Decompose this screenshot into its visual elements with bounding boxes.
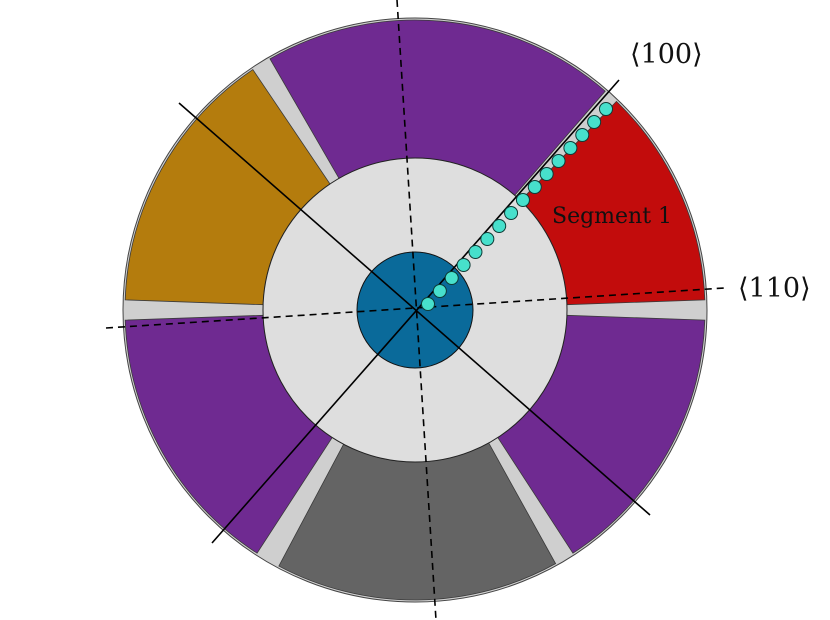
bead bbox=[444, 271, 459, 285]
direction-line-100 bbox=[211, 79, 620, 544]
bead bbox=[587, 115, 602, 129]
outer-segments bbox=[124, 19, 706, 601]
bead-chain bbox=[421, 102, 613, 311]
bead bbox=[551, 154, 566, 168]
direction-label-100: ⟨100⟩ bbox=[630, 39, 703, 70]
direction-line-110 bbox=[105, 287, 725, 329]
bead bbox=[575, 128, 590, 142]
direction-lines bbox=[105, 0, 725, 620]
bead bbox=[563, 141, 578, 155]
bead bbox=[515, 193, 530, 207]
bead bbox=[432, 284, 447, 298]
direction-line-110-perpendicular bbox=[396, 0, 437, 620]
bead bbox=[504, 206, 519, 220]
bead bbox=[480, 232, 495, 246]
direction-line-100-perpendicular bbox=[178, 102, 651, 516]
bead bbox=[456, 258, 471, 272]
bead bbox=[539, 167, 554, 181]
bead bbox=[527, 180, 542, 194]
segment-label: Segment 1 bbox=[552, 204, 672, 229]
bead bbox=[421, 297, 435, 311]
bead bbox=[468, 245, 483, 259]
direction-label-110: ⟨110⟩ bbox=[738, 273, 811, 304]
bead bbox=[492, 219, 507, 233]
bead bbox=[599, 102, 613, 116]
